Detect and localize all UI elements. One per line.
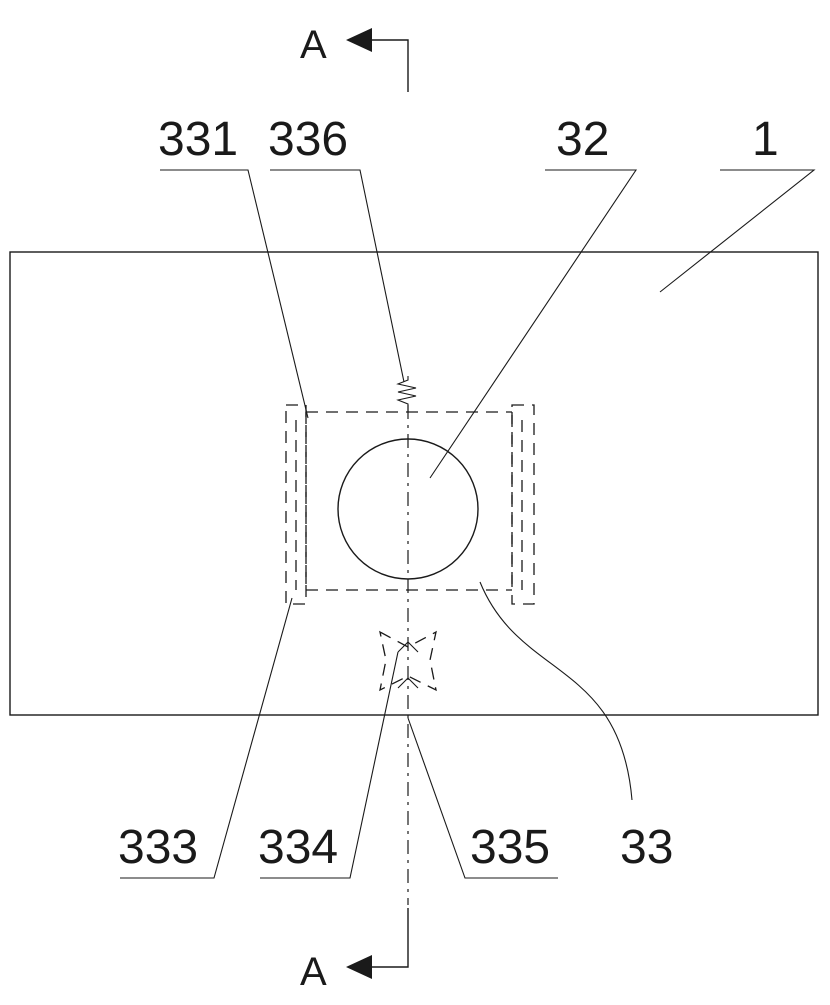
leader-334: [260, 651, 399, 879]
leader-331: [160, 169, 309, 419]
left-slide: [285, 404, 307, 605]
spring-336: [396, 376, 417, 412]
label-331: 331: [158, 113, 238, 166]
clamp-outline: [379, 630, 437, 692]
right-slide-outer: [511, 404, 535, 605]
reference-labels: 331 336 32 1 333 334 335 33: [118, 113, 779, 874]
leader-33: [479, 581, 633, 801]
section-mark-bottom: A: [300, 908, 409, 994]
clamp-chevron-down-icon: [397, 677, 419, 689]
label-335: 335: [470, 821, 550, 874]
leader-lines: [120, 169, 816, 879]
label-334: 334: [258, 821, 338, 874]
section-mark-top: A: [300, 23, 409, 92]
right-slide: [511, 404, 535, 605]
section-arrow-top-icon: [346, 28, 372, 52]
section-line-bottom: [372, 908, 409, 968]
section-letter-top: A: [300, 23, 327, 67]
label-333: 333: [118, 821, 198, 874]
circle-32: [337, 438, 479, 580]
section-arrow-bottom-icon: [346, 955, 372, 979]
section-line-top: [372, 39, 409, 92]
clamp-334: [379, 630, 437, 692]
left-slide-outer: [285, 404, 307, 605]
leader-333: [120, 597, 293, 879]
leader-1: [659, 169, 816, 293]
clamp-chevron-up-icon: [397, 641, 419, 653]
label-336: 336: [268, 113, 348, 166]
section-letter-bottom: A: [300, 950, 327, 994]
leader-336: [270, 169, 405, 383]
label-32: 32: [556, 113, 609, 166]
base-plate: [9, 251, 819, 716]
label-1: 1: [752, 113, 779, 166]
leader-335: [407, 717, 558, 879]
label-33: 33: [620, 821, 673, 874]
leader-32: [429, 169, 638, 479]
